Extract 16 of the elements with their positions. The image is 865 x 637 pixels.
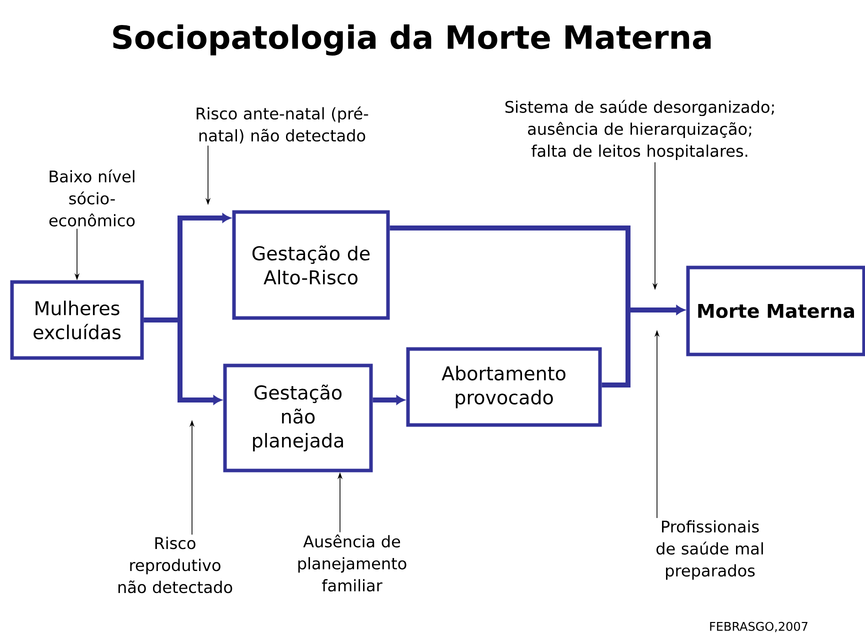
process-box: Gestação não planejada: [223, 364, 373, 472]
annotation-text: Sistema de saúde desorganizado; ausência de hierarquização; falta de leitos hospitalares.: [505, 100, 774, 160]
annotation-text: Profissionais de saúde mal preparados: [656, 520, 763, 580]
process-box: Mulheres excluídas: [10, 280, 144, 360]
annotation-text: Risco reprodutivo não detectado: [118, 536, 232, 594]
annotation-text: Baixo nível sócio-econômico: [49, 169, 135, 226]
annotation-text: Risco ante-natal (pré-natal) não detectado: [196, 106, 368, 144]
source-note: FEBRASGO,2007: [710, 622, 808, 632]
annotation-text: Ausência de planejamento familiar: [298, 534, 406, 592]
arrow: [144, 318, 222, 404]
arrow: [372, 396, 404, 404]
process-box: Gestação de Alto-Risco: [232, 210, 390, 320]
process-box: Abortamento provocado: [406, 347, 602, 427]
title: Sociopatologia da Morte Materna: [113, 24, 711, 56]
arrow: [602, 306, 684, 388]
outcome-box: Morte Materna: [686, 266, 865, 356]
